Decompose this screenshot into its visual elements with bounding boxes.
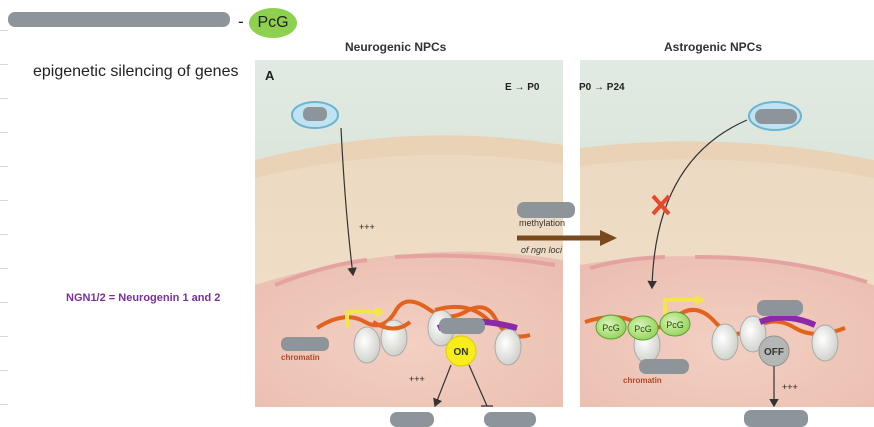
pcg-complex-1 [595, 314, 627, 340]
redacted-output-center [484, 412, 536, 427]
pcg-label-1: PcG [602, 323, 620, 333]
neurogenin-note: NGN1/2 = Neurogenin 1 and 2 [66, 292, 221, 304]
left-plus-label: +++ [359, 222, 375, 232]
pcg-label-2: PcG [634, 324, 652, 334]
on-output-arrow [433, 364, 452, 408]
on-inhibit-arrow [468, 364, 493, 407]
redacted-title [8, 12, 230, 27]
redacted-arrow-label [517, 202, 575, 218]
neurogenic-heading: Neurogenic NPCs [345, 40, 447, 54]
redacted-gene-label-left [439, 318, 485, 334]
off-label: OFF [764, 347, 784, 358]
right-transcription-start-arrow [663, 298, 695, 315]
pcg-badge: PcG [249, 8, 297, 38]
left-stage-label: E → P0 [505, 82, 540, 93]
methylation-arrowhead [600, 230, 617, 246]
ngn-loci-label: of ngn loci [521, 245, 563, 255]
title-dash: - [238, 12, 244, 31]
redacted-chromatin-note-left [281, 337, 329, 351]
methylation-label: methylation [519, 218, 565, 228]
right-start-arrowhead [695, 294, 705, 306]
redacted-chromatin-note-right [639, 359, 689, 374]
astrogenic-heading: Astrogenic NPCs [664, 40, 763, 54]
pcg-complex-2 [627, 315, 659, 341]
blocked-signal-cross [651, 194, 671, 216]
redacted-right-signal-label [755, 109, 797, 124]
pcg-label-3: PcG [666, 320, 684, 330]
npc-figure: A E → P0 P0 → P24 +++ chromatin ON +++ m… [255, 60, 874, 408]
redacted-output-left [390, 412, 434, 427]
left-edge-ruler [0, 0, 8, 427]
right-stage-label: P0 → P24 [579, 82, 625, 93]
neurogenic-panel [255, 60, 563, 407]
left-start-arrowhead [375, 306, 385, 318]
pcg-complex-3 [659, 311, 691, 337]
subtitle: epigenetic silencing of genes [33, 63, 239, 80]
chromatin-label-right: chromatin [623, 376, 662, 385]
left-signal-arrow [340, 127, 357, 277]
on-label: ON [454, 347, 469, 358]
redacted-gene-label-right [757, 300, 803, 316]
panel-letter: A [265, 68, 275, 83]
redacted-output-right [744, 410, 808, 427]
left-transcription-start-arrow [345, 310, 375, 328]
on-indicator [445, 335, 477, 367]
bottom-right-plus-label: +++ [782, 382, 798, 392]
bottom-left-plus-label: +++ [409, 374, 425, 384]
right-signal-arrow [647, 119, 748, 290]
left-chromatin [315, 299, 531, 366]
redacted-signal-label [303, 107, 327, 121]
chromatin-label-left: chromatin [281, 353, 320, 362]
